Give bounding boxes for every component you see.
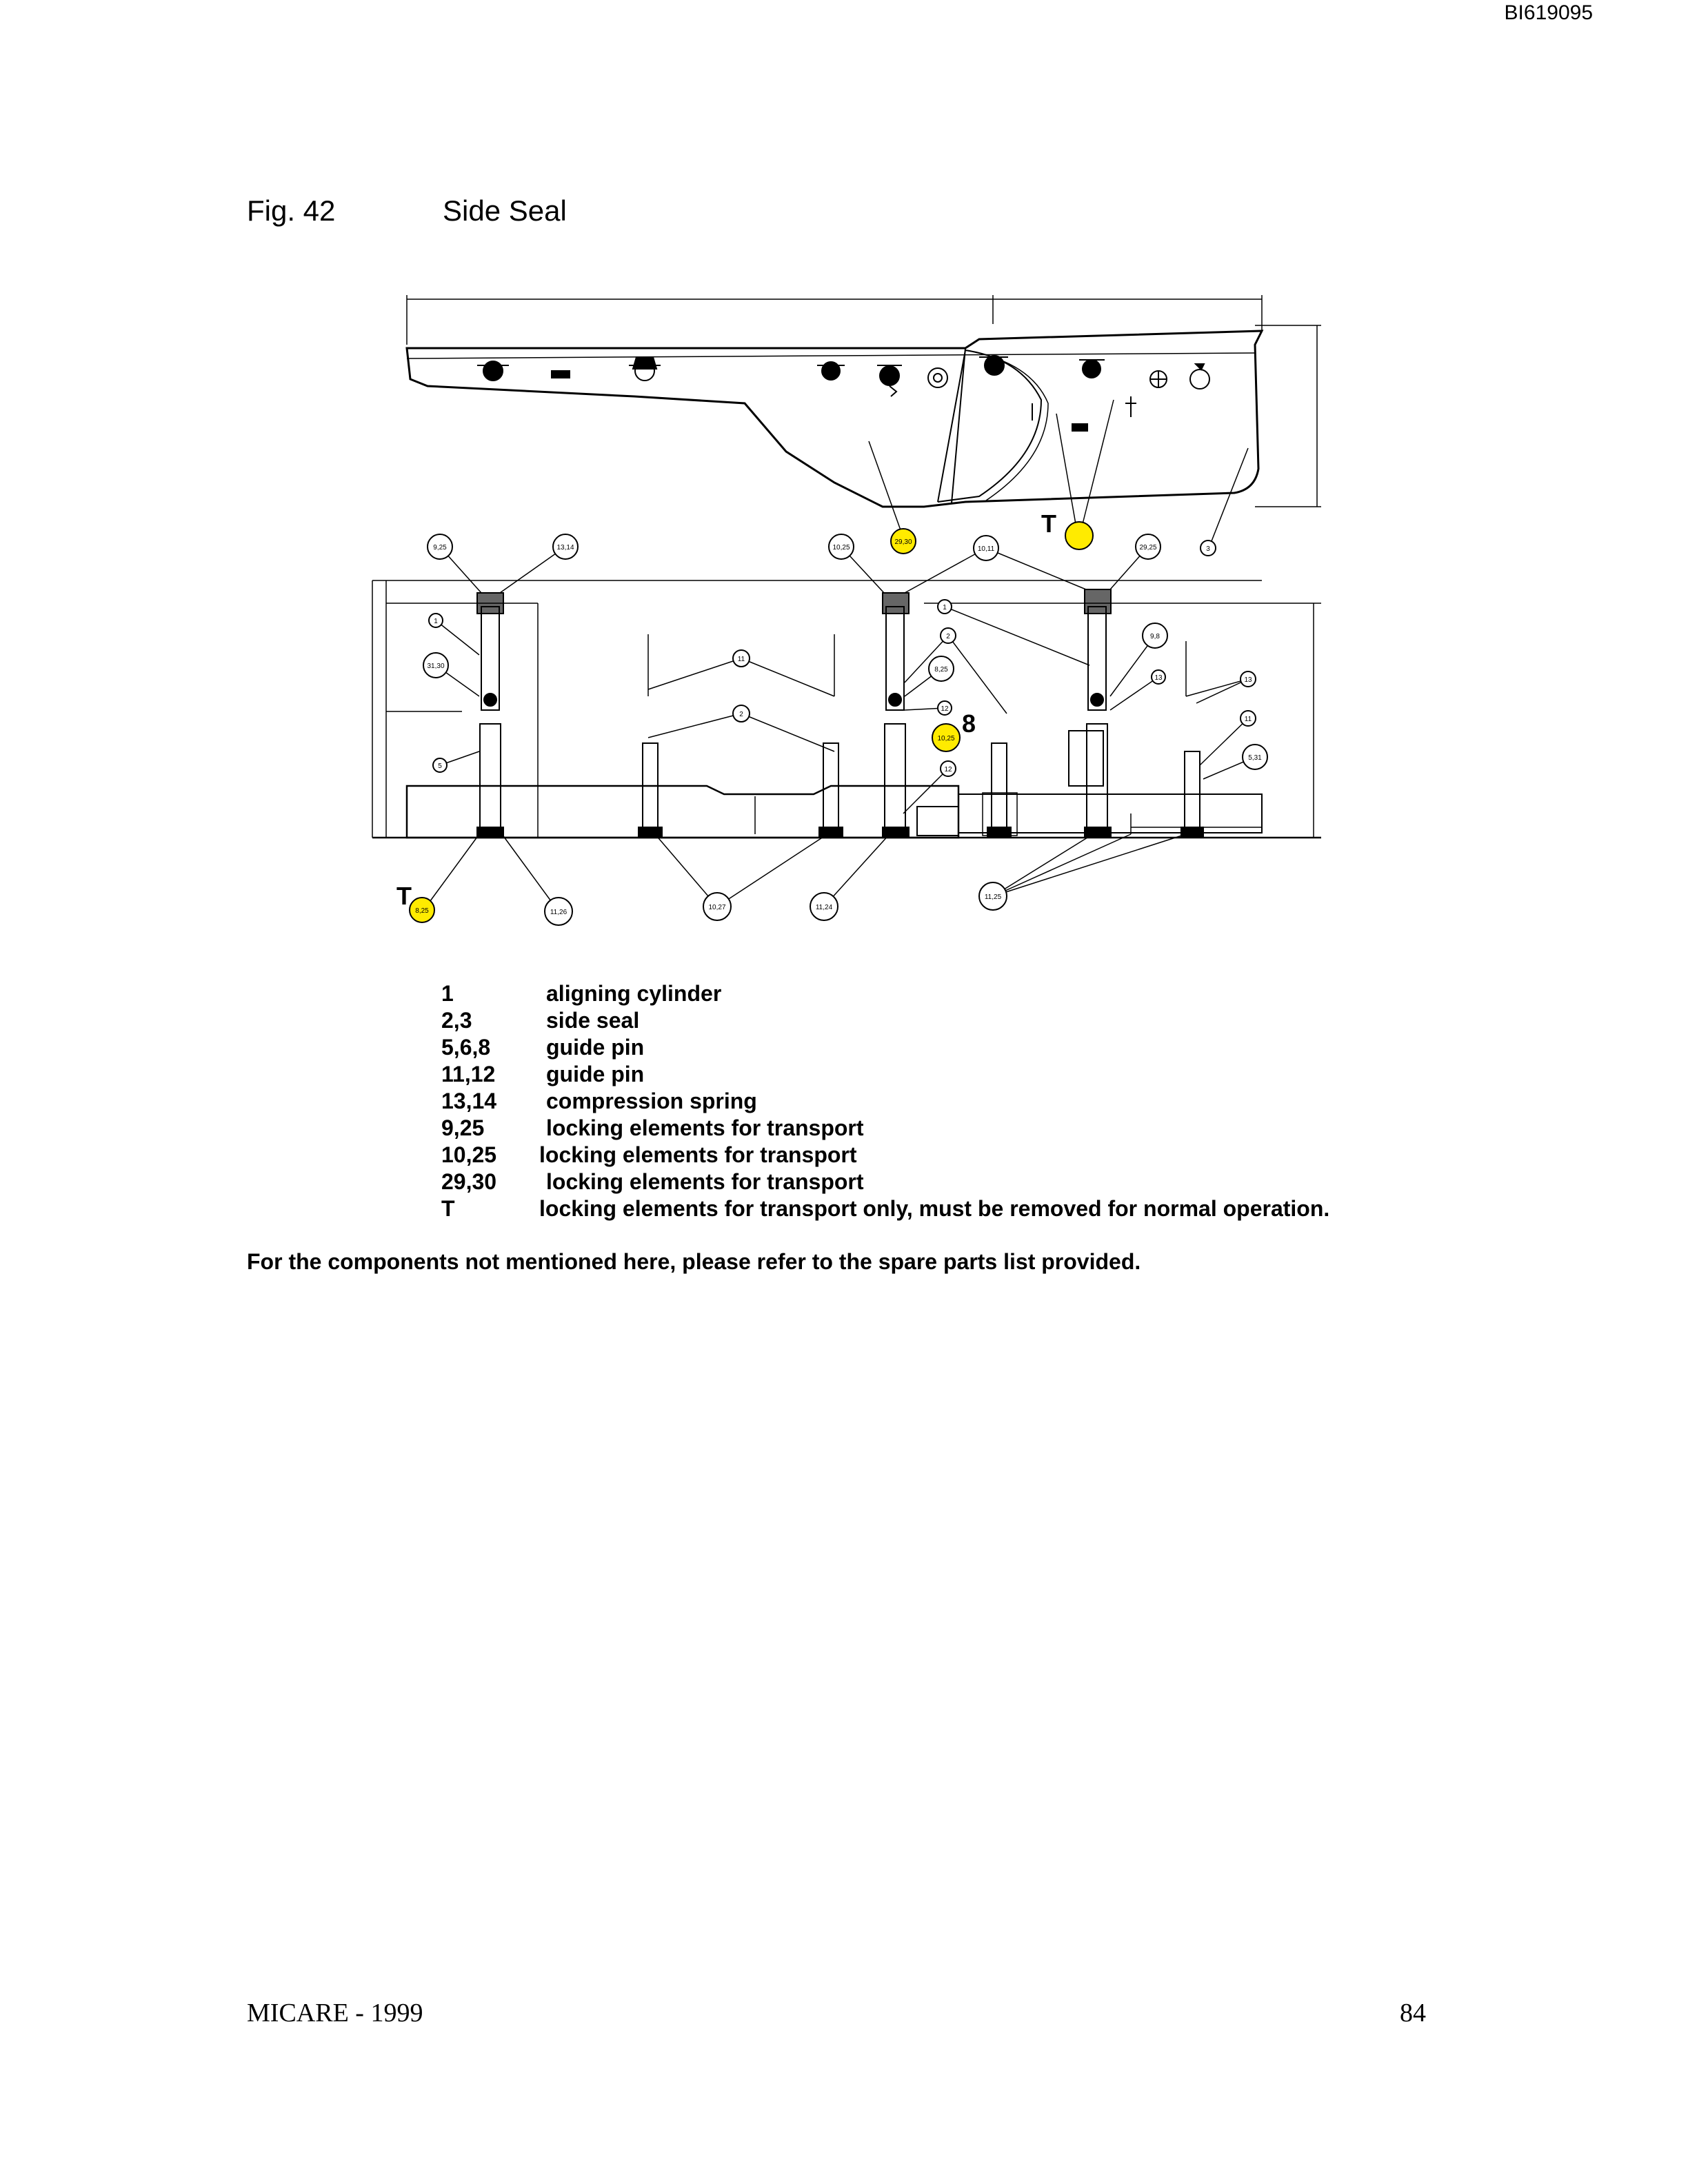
legend-description: locking elements for transport [539, 1142, 857, 1167]
callout-label: 1 [434, 618, 438, 625]
legend-description: locking elements for transport [546, 1115, 864, 1140]
callout-label: 9,25 [433, 544, 447, 552]
legend-number: 10,25 [441, 1142, 497, 1167]
footer-title: MICARE - 1999 [247, 1999, 423, 2028]
callout-label: 11,25 [985, 893, 1002, 901]
legend-description: locking elements for transport only, mus… [539, 1196, 1330, 1221]
legend-number: T [441, 1196, 455, 1221]
callout-label: 10,27 [708, 904, 725, 911]
callout-label: 11 [1245, 716, 1252, 723]
callout-label: 11,24 [816, 904, 833, 911]
legend-number: 1 [441, 981, 454, 1006]
callout-label: 13,14 [556, 544, 574, 552]
spare-parts-note: For the components not mentioned here, p… [247, 1249, 1141, 1274]
page-number: 84 [1400, 1999, 1426, 2028]
transport-marker: 8 [962, 709, 976, 738]
side-seal-technical-drawing: 29,30 3 9,25 13,14 10,25 10,11 29,25 1 1… [372, 295, 1321, 926]
callout-label: 11 [738, 656, 745, 663]
callout-label: 2 [739, 711, 743, 718]
callout-label: 13 [1154, 674, 1163, 682]
legend-number: 9,25 [441, 1115, 485, 1140]
legend-description: side seal [546, 1008, 640, 1033]
callout-label: 29,30 [894, 538, 912, 546]
callout-label: 29,25 [1139, 544, 1156, 552]
callout-label: 10,25 [832, 544, 850, 552]
callout-label: 8,25 [415, 907, 429, 915]
legend-number: 2,3 [441, 1008, 472, 1033]
callout-label: 10,25 [937, 735, 954, 742]
callout-label: 12 [944, 766, 952, 774]
callout-label: 2 [946, 633, 950, 640]
legend-description: locking elements for transport [546, 1169, 864, 1194]
document-id: BI619095 [1504, 1, 1593, 24]
callout-label: 12 [941, 705, 949, 713]
callout-label: 8,25 [934, 666, 948, 674]
legend-description: guide pin [546, 1062, 645, 1086]
callout-label: 3 [1206, 545, 1210, 553]
legend-description: compression spring [546, 1089, 757, 1113]
callout-label: 10,11 [978, 545, 995, 553]
legend-number: 29,30 [441, 1169, 497, 1194]
legend-description: guide pin [546, 1035, 645, 1060]
legend-number: 13,14 [441, 1089, 497, 1113]
transport-marker: T [396, 882, 412, 910]
callout-label: 13 [1244, 676, 1252, 684]
transport-marker: T [1041, 509, 1056, 538]
legend-number: 11,12 [441, 1062, 496, 1086]
legend-number: 5,6,8 [441, 1035, 491, 1060]
legend-description: aligning cylinder [546, 981, 722, 1006]
callout-label: 5 [438, 762, 442, 770]
callout-label: 11,26 [550, 909, 567, 916]
callout-label: 1 [943, 604, 947, 611]
callout-label: 31,30 [427, 663, 444, 670]
figure-title: Side Seal [443, 194, 567, 227]
callout-label: 5,31 [1248, 754, 1262, 762]
figure-number: Fig. 42 [247, 194, 336, 227]
callout-label: 9,8 [1150, 633, 1160, 640]
